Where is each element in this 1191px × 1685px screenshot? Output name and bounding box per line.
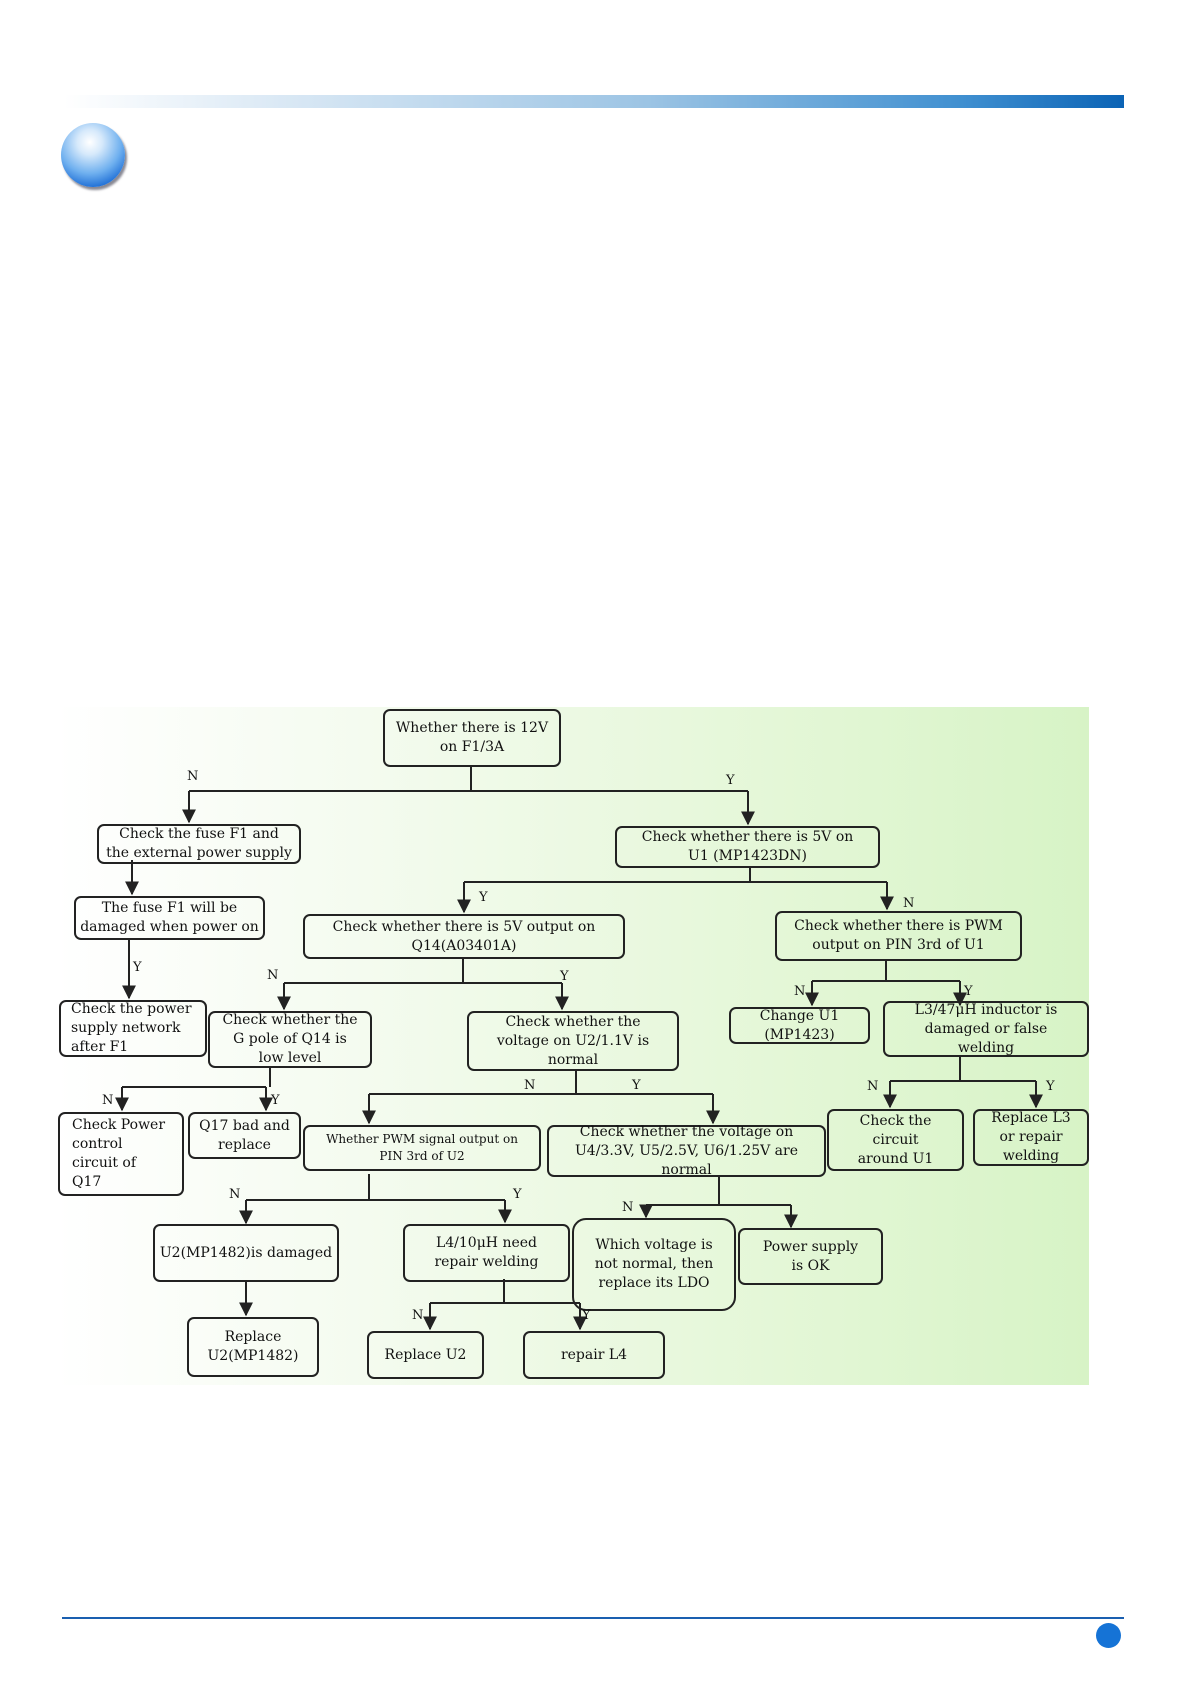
edge-n3-split — [464, 868, 887, 883]
node-check-12v: Whether there is 12V on F1/3A — [383, 709, 561, 767]
label-yes: Y — [133, 960, 142, 975]
node-check-u2-voltage: Check whether the voltage on U2/1.1V is … — [467, 1011, 679, 1071]
label-no: N — [524, 1078, 536, 1093]
node-check-power-network: Check the power supply network after F1 — [59, 1000, 207, 1057]
node-fuse-damaged: The fuse F1 will be damaged when power o… — [74, 896, 265, 940]
label-no: N — [187, 769, 199, 784]
node-check-5v-u1: Check whether there is 5V on U1 (MP1423D… — [615, 826, 880, 868]
edge-n15-split — [646, 1177, 791, 1206]
edge-n19-split — [430, 1279, 580, 1304]
header-orb-icon — [61, 123, 125, 187]
node-check-pwm-u1: Check whether there is PWM output on PIN… — [775, 911, 1022, 961]
label-yes: Y — [964, 984, 973, 999]
node-change-u1: Change U1 (MP1423) — [729, 1007, 870, 1044]
node-l4-repair: L4/10μH need repair welding — [403, 1224, 570, 1282]
node-replace-ldo: Which voltage is not normal, then replac… — [572, 1218, 736, 1311]
label-yes: Y — [582, 1308, 591, 1323]
header-gradient-bar — [64, 95, 1124, 108]
node-check-circuit-u1: Check the circuit around U1 — [827, 1109, 964, 1171]
edge-n8-split — [122, 1067, 271, 1088]
troubleshooting-flowchart: Whether there is 12V on F1/3A Check the … — [56, 707, 1089, 1385]
node-check-q17-control: Check Power control circuit of Q17 — [58, 1112, 184, 1196]
node-check-g-pole-q14: Check whether the G pole of Q14 is low l… — [208, 1011, 372, 1068]
label-no: N — [412, 1308, 424, 1323]
label-yes: Y — [271, 1093, 280, 1108]
node-check-fuse-f1: Check the fuse F1 and the external power… — [97, 824, 301, 864]
node-check-ldo-voltages: Check whether the voltage on U4/3.3V, U5… — [547, 1124, 826, 1178]
footer-rule — [62, 1617, 1124, 1619]
label-no: N — [903, 896, 915, 911]
label-no: N — [229, 1187, 241, 1202]
node-replace-l3: Replace L3 or repair welding — [973, 1109, 1089, 1166]
edge-n5-split — [284, 959, 562, 984]
label-yes: Y — [1046, 1079, 1055, 1094]
node-check-pwm-u2: Whether PWM signal output on PIN 3rd of … — [303, 1125, 541, 1171]
node-repair-l4: repair L4 — [523, 1331, 665, 1379]
label-no: N — [622, 1200, 634, 1215]
node-replace-u2-mp1482: Replace U2(MP1482) — [187, 1317, 319, 1377]
label-yes: Y — [632, 1078, 641, 1093]
edge-n6-split — [812, 961, 960, 982]
node-power-supply-ok: Power supply is OK — [738, 1228, 883, 1285]
node-l3-inductor-damaged: L3/47μH inductor is damaged or false wel… — [883, 1001, 1089, 1057]
edge-n1-split — [189, 765, 748, 792]
edge-n11-split — [890, 1055, 1036, 1082]
label-no: N — [102, 1093, 114, 1108]
label-no: N — [267, 968, 279, 983]
page-marker-icon — [1096, 1623, 1121, 1648]
label-no: N — [794, 984, 806, 999]
flowchart-connectors — [115, 765, 1043, 1331]
node-u2-damaged: U2(MP1482)is damaged — [153, 1224, 339, 1282]
node-q17-replace: Q17 bad and replace — [188, 1112, 301, 1159]
label-yes: Y — [560, 969, 569, 984]
label-yes: Y — [513, 1187, 522, 1202]
label-no: N — [867, 1079, 879, 1094]
label-yes: Y — [726, 773, 735, 788]
edge-n14-split — [246, 1174, 505, 1201]
label-yes: Y — [479, 890, 488, 905]
node-replace-u2: Replace U2 — [367, 1331, 484, 1379]
edge-n9-split — [369, 1070, 713, 1095]
node-check-5v-q14: Check whether there is 5V output on Q14(… — [303, 914, 625, 959]
